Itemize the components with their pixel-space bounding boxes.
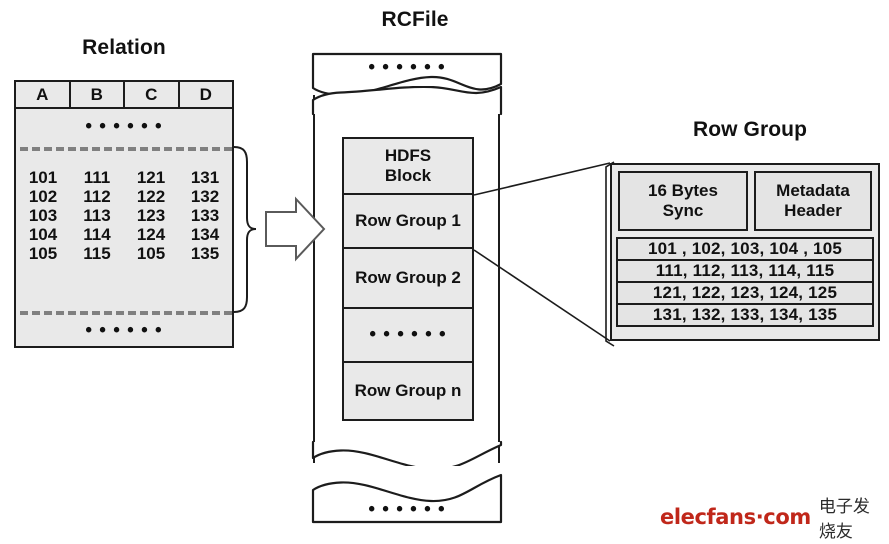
watermark: elecfans·com 电子发烧友 bbox=[660, 497, 880, 542]
row-group-ellipsis: • • • • • • bbox=[342, 307, 474, 363]
table-row: 102 112 122 132 bbox=[16, 187, 232, 206]
table-row: 104 114 124 134 bbox=[16, 225, 232, 244]
rcfile-bottom-stub bbox=[311, 466, 503, 526]
relation-column-c: C bbox=[125, 82, 180, 109]
cell: 115 bbox=[83, 243, 111, 263]
rowgroup-column-row: 121, 122, 123, 124, 125 bbox=[616, 281, 874, 305]
cell: 132 bbox=[190, 186, 220, 206]
relation-table: A B C D • • • • • • 101 111 121 131 102 … bbox=[14, 80, 234, 348]
rowgroup-header-area: 16 Bytes Sync Metadata Header bbox=[618, 171, 872, 231]
hdfs-block: HDFS Block bbox=[342, 137, 474, 195]
relation-dashed-separator-top bbox=[20, 147, 232, 151]
rcfile-title: RCFile bbox=[381, 8, 449, 31]
rcfile-bottom-ellipsis: • • • • • • bbox=[368, 499, 446, 520]
cell: 112 bbox=[83, 186, 111, 206]
rcfile-top-ellipsis: • • • • • • bbox=[368, 57, 446, 78]
relation-column-a: A bbox=[16, 82, 71, 109]
relation-dashed-separator-bottom bbox=[20, 311, 232, 315]
cell: 122 bbox=[136, 186, 166, 206]
sync-line2: Sync bbox=[662, 201, 704, 220]
cell: 102 bbox=[28, 186, 58, 206]
relation-title: Relation bbox=[82, 36, 166, 59]
cell: 114 bbox=[83, 224, 111, 244]
cell: 124 bbox=[136, 224, 166, 244]
rowgroup-panel: 16 Bytes Sync Metadata Header 101 , 102,… bbox=[610, 163, 880, 341]
cell: 131 bbox=[190, 167, 220, 187]
table-row: 101 111 121 131 bbox=[16, 168, 232, 187]
cell: 133 bbox=[190, 205, 220, 225]
watermark-chinese: 电子发烧友 bbox=[818, 497, 870, 542]
relation-column-b: B bbox=[70, 82, 125, 109]
row-group-n: Row Group n bbox=[342, 361, 474, 421]
relation-bottom-ellipsis: • • • • • • bbox=[85, 320, 163, 341]
relation-top-ellipsis: • • • • • • bbox=[85, 116, 163, 137]
cell: 123 bbox=[136, 205, 166, 225]
cell: 113 bbox=[83, 205, 111, 225]
cell: 103 bbox=[28, 205, 58, 225]
sync-line1: 16 Bytes bbox=[648, 180, 718, 200]
row-group-1: Row Group 1 bbox=[342, 193, 474, 249]
sync-box: 16 Bytes Sync bbox=[618, 171, 748, 231]
table-row: 103 113 123 133 bbox=[16, 206, 232, 225]
table-row: 105 115 105 135 bbox=[16, 244, 232, 263]
hdfs-block-line1: HDFS bbox=[384, 146, 432, 166]
rowgroup-column-row: 111, 112, 113, 114, 115 bbox=[616, 259, 874, 283]
cell: 101 bbox=[28, 167, 58, 187]
rcfile-block-stack: HDFS Block Row Group 1 Row Group 2 • • •… bbox=[342, 137, 474, 421]
row-group-2: Row Group 2 bbox=[342, 247, 474, 309]
relation-brace bbox=[233, 146, 257, 313]
cell: 121 bbox=[136, 167, 166, 187]
rowgroup-title: Row Group bbox=[692, 118, 808, 141]
cell: 134 bbox=[190, 224, 220, 244]
metadata-line2: Header bbox=[784, 201, 842, 220]
metadata-header-box: Metadata Header bbox=[754, 171, 872, 231]
cell: 111 bbox=[83, 167, 111, 187]
relation-header-row: A B C D bbox=[16, 82, 232, 109]
relation-column-d: D bbox=[179, 82, 232, 109]
hdfs-block-line2: Block bbox=[384, 166, 432, 185]
rcfile-body-top-wave bbox=[311, 86, 503, 116]
rowgroup-column-row: 131, 132, 133, 134, 135 bbox=[616, 303, 874, 327]
rowgroup-data-rows: 101 , 102, 103, 104 , 105 111, 112, 113,… bbox=[616, 237, 874, 327]
rcfile-body-bottom-wave bbox=[311, 440, 503, 471]
rowgroup-column-row: 101 , 102, 103, 104 , 105 bbox=[616, 237, 874, 261]
cell: 104 bbox=[28, 224, 58, 244]
cell: 105 bbox=[28, 243, 58, 263]
metadata-line1: Metadata bbox=[776, 180, 850, 200]
relation-rows: 101 111 121 131 102 112 122 132 103 113 … bbox=[16, 168, 232, 263]
watermark-latin: elecfans·com bbox=[660, 505, 811, 529]
cell: 135 bbox=[190, 243, 220, 263]
cell: 105 bbox=[136, 243, 166, 263]
